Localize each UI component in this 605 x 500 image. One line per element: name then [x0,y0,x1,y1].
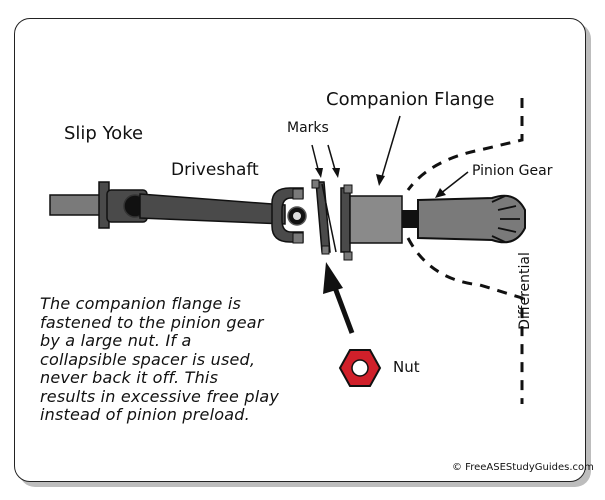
companion-bolt-top [343,184,353,194]
differential-housing-outline [406,98,524,404]
label-marks: Marks [287,120,329,136]
pinion-gear-head [417,194,526,244]
companion-flange-plate [340,187,351,253]
nut-arrowhead [323,262,343,294]
flange-bolt-top-left [311,179,320,189]
copyright-notice: © FreeASEStudyGuides.com [452,462,594,473]
pinion-shaft [402,210,420,228]
flange-gap-line [321,183,337,253]
pinion-gear-teeth [491,195,520,243]
marks-arrow-right [332,168,340,178]
nut-arrow-shaft [331,284,355,334]
companion-leader [380,115,401,181]
companion-arrow [376,174,385,186]
caption-line: instead of pinion preload. [40,405,250,424]
bearing-cap-top [292,188,304,200]
caption-line: by a large nut. If a [40,331,192,350]
caption-line: collapsible spacer is used, [40,349,256,369]
caption-line: results in excessive free play [40,386,280,406]
label-nut: Nut [393,358,420,376]
label-pinion-gear: Pinion Gear [472,163,553,179]
label-differential: Differential [516,252,533,330]
label-companion-flange: Companion Flange [326,89,495,110]
caption-text: The companion flange is fastened to the … [40,294,330,425]
driveshaft-tube [139,193,286,225]
label-driveshaft: Driveshaft [171,160,259,180]
caption-line: never back it off. This [40,368,219,387]
pinion-leader [439,171,469,195]
nut-hole [351,359,369,377]
caption-line: fastened to the pinion gear [40,312,264,332]
slip-yoke-stub [49,194,106,216]
diagram-frame [14,18,586,482]
label-slip-yoke: Slip Yoke [64,123,144,144]
companion-bolt-bottom [343,251,353,261]
marks-arrow-left [315,168,323,178]
caption-line: The companion flange is [40,294,242,313]
rear-ujoint-yoke [271,187,304,243]
pinion-arrow [435,188,446,198]
bearing-cap-bottom [292,232,304,244]
driveshaft-flange [315,181,331,253]
flange-bolt-bottom-left [321,245,330,255]
companion-flange-hub [349,195,403,244]
rear-ujoint-cap [293,212,301,220]
